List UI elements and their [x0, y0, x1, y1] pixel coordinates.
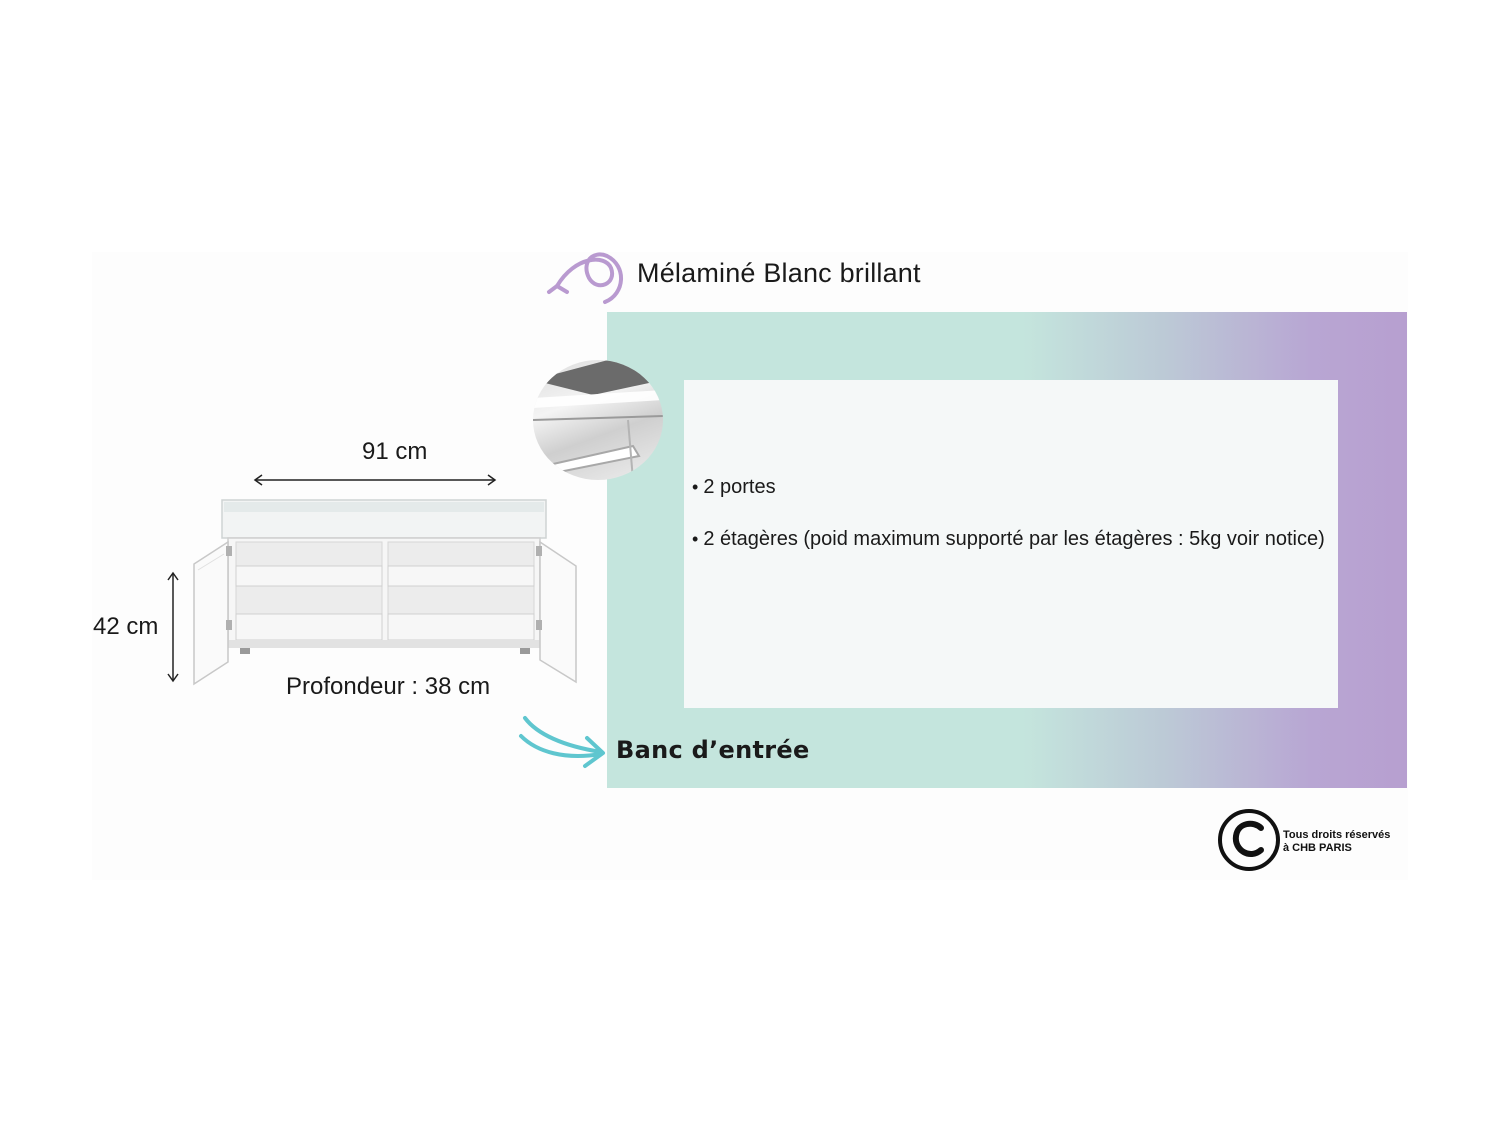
features-card: [684, 380, 1338, 708]
list-item: •2 portes: [692, 476, 776, 498]
depth-label: Profondeur : 38 cm: [286, 673, 491, 700]
width-arrow-icon: [253, 474, 497, 486]
list-item: •2 étagères (poid maximum supporté par l…: [692, 528, 1325, 550]
curved-arrow-icon: [519, 716, 605, 768]
bench-image: [193, 499, 577, 686]
copyright-icon: [1218, 809, 1280, 871]
material-closeup-image: [533, 360, 663, 480]
height-arrow-icon: [167, 571, 179, 683]
width-label: 91 cm: [362, 438, 428, 465]
material-title: Mélaminé Blanc brillant: [637, 258, 921, 288]
swirl-arrow-icon: [547, 252, 623, 304]
height-label: 42 cm: [93, 613, 159, 640]
copyright-notice: Tous droits réservés à CHB PARIS: [1283, 829, 1391, 854]
category-title: Banc d’entrée: [616, 736, 810, 764]
